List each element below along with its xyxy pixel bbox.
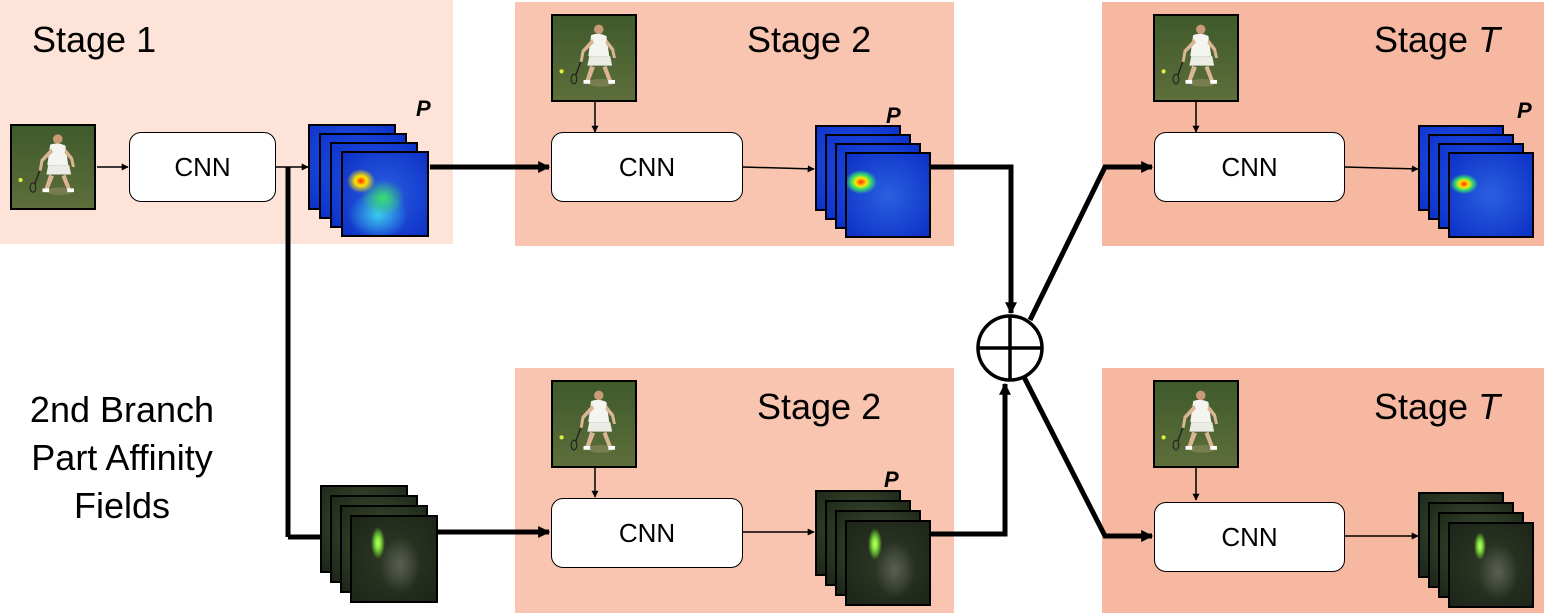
cnn-block-stageT-bottom: CNN (1154, 502, 1345, 572)
stageT-top-title: Stage T (1374, 20, 1500, 60)
branch2-line1: 2nd Branch (29, 389, 215, 430)
heatmap-layer-front (341, 151, 429, 237)
arrow-stage2-bottom-to-sum (931, 382, 1011, 537)
p-label-stageT-top: P (1517, 98, 1532, 123)
paf-layer-front (1448, 522, 1534, 608)
cnn-block-stage2-bottom: CNN (551, 498, 743, 568)
stage2-bottom-title: Stage 2 (757, 386, 882, 427)
stageT-bottom-title-prefix: Stage (1374, 386, 1469, 427)
p-label-stage1: P (416, 96, 431, 121)
arrow-cnnT-top-to-maps (1344, 165, 1419, 173)
arrow-sum-to-stageT-top (1027, 161, 1154, 322)
paf-stack-stageT-bottom (1418, 492, 1536, 609)
cnn-block-stage1: CNN (129, 132, 276, 202)
cnn-block-stageT-top: CNN (1154, 132, 1345, 202)
paf-layer-front (350, 515, 438, 603)
input-image-stageT-top (1153, 14, 1239, 102)
stage2-top-title: Stage 2 (747, 19, 872, 60)
paf-stack-stage2-bottom (815, 490, 933, 607)
heatmap-stack-stageT-top (1418, 125, 1536, 240)
cnn-block-stage2-top: CNN (551, 132, 743, 202)
stageT-bottom-title-var: T (1478, 386, 1501, 427)
heatmap-layer-front (1448, 152, 1534, 238)
heatmap-layer-front (845, 152, 931, 238)
arrow-cnn2-top-to-maps (742, 165, 815, 173)
heatmap-stack-stage1 (308, 124, 430, 238)
branch2-label: 2nd Branch Part Affinity Fields (10, 386, 234, 530)
stage1-title: Stage 1 (32, 19, 157, 60)
branch2-line2: Part Affinity (31, 437, 213, 478)
branch2-line3: Fields (73, 485, 171, 526)
input-image-stage1 (10, 124, 96, 210)
arrow-stage2-top-to-sum (931, 164, 1017, 315)
stageT-top-title-var: T (1478, 19, 1501, 60)
input-image-stage2-top (551, 14, 637, 102)
paf-stack-stage1 (320, 485, 438, 603)
heatmap-stack-stage2-top (815, 125, 933, 240)
stageT-top-title-prefix: Stage (1374, 19, 1469, 60)
arrow-sum-to-stageT-bottom (1021, 375, 1154, 542)
input-image-stageT-bottom (1153, 380, 1239, 468)
p-label-stage2-top: P (886, 103, 901, 128)
p-label-stage2-bottom: P (884, 467, 899, 492)
stageT-bottom-title: Stage T (1374, 387, 1500, 427)
paf-layer-front (845, 520, 931, 606)
input-image-stage2-bottom (551, 380, 637, 468)
